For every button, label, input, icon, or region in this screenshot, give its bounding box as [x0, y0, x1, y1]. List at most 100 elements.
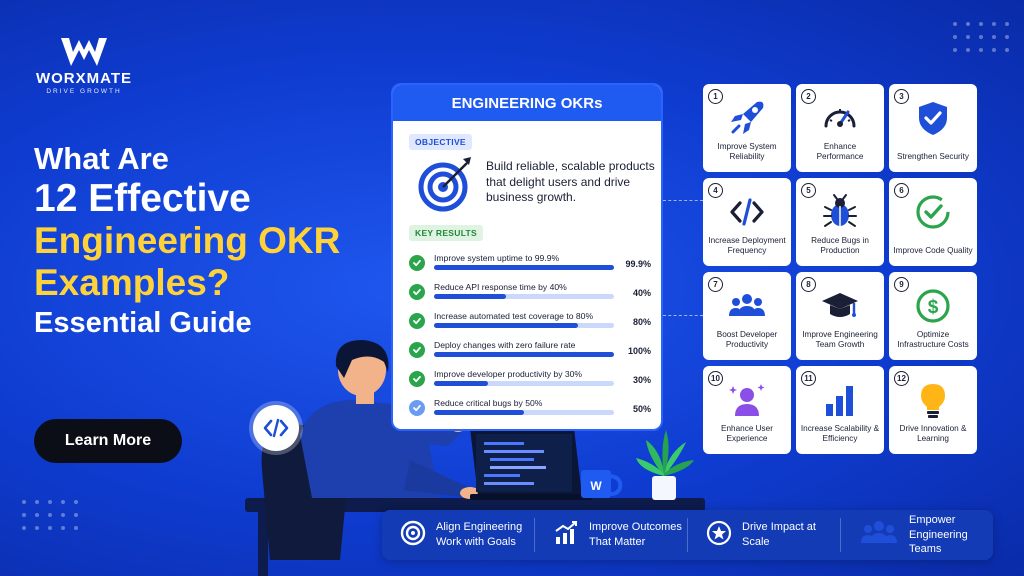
shield-icon	[913, 98, 953, 143]
engineering-okr-card: ENGINEERING OKRs OBJECTIVE Build reliabl…	[391, 83, 663, 431]
benefit-text: Drive Impact at Scale	[742, 521, 816, 548]
tile-number: 1	[708, 89, 723, 104]
dots-decoration-top	[953, 22, 1009, 52]
objective-label: OBJECTIVE	[409, 134, 472, 150]
key-result-row: Improve system uptime to 99.9% 99.9%	[407, 251, 655, 280]
key-result-text: Increase automated test coverage to 80%	[434, 311, 594, 321]
tile-label: Drive Innovation & Learning	[899, 423, 967, 443]
benefit-item: Improve Outcomes That Matter	[535, 518, 688, 552]
lightbulb-icon	[913, 380, 953, 425]
tile-label: Strengthen Security	[897, 151, 969, 161]
target-icon	[418, 157, 471, 212]
brand-tagline: DRIVE GROWTH	[46, 88, 122, 95]
tile-number: 6	[894, 183, 909, 198]
headline-line-3: Engineering OKR	[34, 220, 341, 262]
key-result-percent: 99.9%	[625, 259, 651, 269]
learn-more-button[interactable]: Learn More	[34, 419, 182, 463]
key-result-progress-fill	[434, 294, 506, 299]
headline-line-1: What Are	[34, 141, 169, 176]
tile-label: Improve System Reliability	[717, 141, 777, 161]
key-result-text: Deploy changes with zero failure rate	[434, 340, 576, 350]
key-result-text: Improve developer productivity by 30%	[434, 369, 583, 379]
benefit-text: Empower Engineering Teams	[909, 513, 968, 556]
objective-text: Build reliable, scalable products that d…	[486, 159, 655, 205]
brand-name: WORXMATE	[35, 70, 133, 87]
benefits-bar: Align Engineering Work with Goals Improve…	[382, 510, 993, 560]
key-result-row: Reduce API response time by 40% 40%	[407, 280, 655, 309]
benefit-text: Align Engineering Work with Goals	[436, 521, 523, 548]
key-result-progress-bar	[434, 410, 614, 415]
key-result-row: Improve developer productivity by 30% 30%	[407, 367, 655, 396]
benefit-item: Align Engineering Work with Goals	[382, 518, 535, 552]
key-result-percent: 30%	[632, 375, 651, 385]
check-icon	[409, 255, 425, 271]
tile-label: Optimize Infrastructure Costs	[897, 329, 969, 349]
star-badge-icon	[706, 520, 732, 551]
key-result-progress-bar	[434, 294, 614, 299]
key-result-percent: 40%	[632, 288, 651, 298]
headline-line-5: Essential Guide	[34, 307, 252, 340]
graduation-cap-icon	[820, 286, 860, 331]
benefit-text: Improve Outcomes That Matter	[589, 521, 682, 548]
user-star-icon	[727, 380, 767, 425]
key-result-percent: 100%	[627, 346, 651, 356]
okr-tile-9[interactable]: 9$Optimize Infrastructure Costs	[889, 272, 977, 360]
trend-up-icon	[553, 520, 579, 551]
key-result-row: Reduce critical bugs by 50% 50%	[407, 396, 655, 425]
okr-card-title: ENGINEERING OKRs	[393, 85, 661, 121]
key-result-percent: 50%	[632, 404, 651, 414]
key-result-row: Increase automated test coverage to 80%8…	[407, 309, 655, 338]
connector-line	[663, 315, 703, 316]
tile-label: Increase Deployment Frequency	[708, 235, 786, 255]
bar-chart-icon	[820, 380, 860, 425]
tile-number: 4	[708, 183, 723, 198]
tile-number: 9	[894, 277, 909, 292]
headline-line-4: Examples?	[34, 261, 230, 303]
check-icon	[409, 313, 425, 329]
key-result-progress-fill	[434, 323, 578, 328]
benefit-item: Drive Impact at Scale	[688, 518, 841, 552]
benefit-item: Empower Engineering Teams	[841, 514, 993, 555]
key-results-label: KEY RESULTS	[409, 225, 484, 241]
worxmate-logo-icon	[61, 38, 107, 66]
key-result-progress-fill	[434, 410, 524, 415]
team-icon	[859, 513, 899, 558]
tile-label: Enhance User Experience	[721, 423, 773, 443]
tile-label: Boost Developer Productivity	[716, 329, 778, 349]
check-icon	[409, 342, 425, 358]
tile-number: 8	[801, 277, 816, 292]
tile-label: Improve Engineering Team Growth	[802, 329, 878, 349]
key-result-row: Deploy changes with zero failure rate 100…	[407, 338, 655, 367]
code-brackets-icon	[263, 418, 289, 438]
brand-logo[interactable]: WORXMATE DRIVE GROWTH	[34, 36, 134, 95]
key-result-text: Improve system uptime to 99.9%	[434, 253, 560, 263]
tile-number: 7	[708, 277, 723, 292]
tile-label: Reduce Bugs in Production	[811, 235, 869, 255]
key-result-progress-fill	[434, 265, 614, 270]
target-icon	[400, 520, 426, 551]
tile-number: 10	[708, 371, 723, 386]
bug-icon	[820, 192, 860, 237]
key-result-progress-bar	[434, 381, 614, 386]
check-icon	[409, 400, 425, 416]
tile-number: 12	[894, 371, 909, 386]
tile-number: 2	[801, 89, 816, 104]
key-result-text: Reduce critical bugs by 50%	[434, 398, 543, 408]
key-result-progress-fill	[434, 352, 614, 357]
speedometer-icon	[820, 98, 860, 143]
code-badge	[253, 405, 299, 451]
key-result-progress-bar	[434, 265, 614, 270]
key-result-text: Reduce API response time by 40%	[434, 282, 567, 292]
